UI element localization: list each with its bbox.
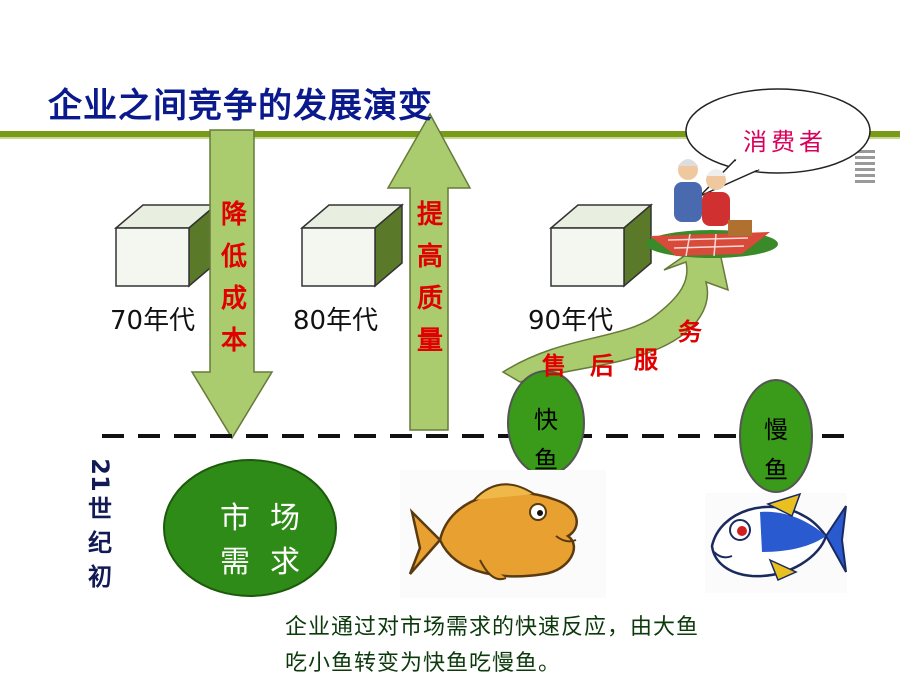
arrow-down-label: 降 低 成 本 — [214, 194, 254, 362]
slow-fish-image — [705, 492, 847, 593]
market-char: 场 — [270, 501, 320, 536]
slow-fish-bubble — [739, 379, 813, 493]
decade-label-70s: 70年代 — [110, 306, 196, 336]
arrow-up-char: 高 — [416, 242, 443, 272]
slow-fish-char: 鱼 — [764, 456, 788, 484]
fast-fish-char: 鱼 — [534, 446, 558, 474]
fast-fish-char: 快 — [534, 406, 558, 434]
century-number: 21 — [86, 458, 114, 492]
arrow-up-char: 质 — [416, 284, 443, 314]
header-rule-light — [0, 137, 900, 139]
slow-fish-label: 慢 鱼 — [753, 410, 799, 490]
cube-90s — [548, 203, 654, 288]
arrow-down-char: 成 — [220, 284, 247, 314]
arrow-down-cost — [190, 129, 274, 440]
century-char: 世 — [88, 495, 112, 523]
market-demand-label: 市场 需求 — [205, 497, 335, 585]
consumer-couple-illustration — [646, 159, 778, 258]
service-char: 后 — [590, 352, 614, 380]
fast-fish-label: 快 鱼 — [523, 400, 569, 480]
service-char: 务 — [678, 318, 702, 346]
market-char: 求 — [270, 545, 320, 580]
stripe-decoration — [855, 150, 875, 183]
market-char: 需 — [220, 545, 270, 580]
service-label: 售 后 服 务 — [540, 312, 730, 380]
cube-70s — [113, 203, 219, 288]
service-char: 服 — [634, 346, 658, 374]
caption-line: 企业通过对市场需求的快速反应，由大鱼 — [285, 615, 700, 640]
slow-fish-char: 慢 — [764, 416, 788, 444]
service-char: 售 — [542, 352, 566, 380]
century-char: 纪 — [88, 529, 112, 557]
century-char: 初 — [88, 563, 112, 591]
market-demand-ellipse — [163, 459, 337, 597]
market-char: 市 — [220, 501, 270, 536]
cube-80s — [299, 203, 405, 288]
header-rule — [0, 131, 900, 137]
arrow-up-label: 提 高 质 量 — [410, 194, 450, 362]
decade-label-90s: 90年代 — [528, 306, 614, 336]
arrow-down-char: 低 — [220, 242, 247, 272]
arrow-up-char: 提 — [416, 200, 443, 230]
arrow-down-char: 本 — [220, 326, 247, 356]
decade-label-80s: 80年代 — [293, 306, 379, 336]
consumer-label: 消费者 — [743, 128, 827, 156]
caption: 企业通过对市场需求的快速反应，由大鱼 吃小鱼转变为快鱼吃慢鱼。 — [285, 610, 845, 682]
page-title: 企业之间竞争的发展演变 — [48, 86, 433, 126]
arrow-up-char: 量 — [416, 326, 443, 356]
arrow-up-quality — [386, 112, 472, 431]
arrow-down-char: 降 — [220, 200, 247, 230]
fast-fish-image — [400, 470, 606, 598]
century-label: 21 世 纪 初 — [82, 458, 118, 594]
caption-line: 吃小鱼转变为快鱼吃慢鱼。 — [285, 651, 562, 676]
